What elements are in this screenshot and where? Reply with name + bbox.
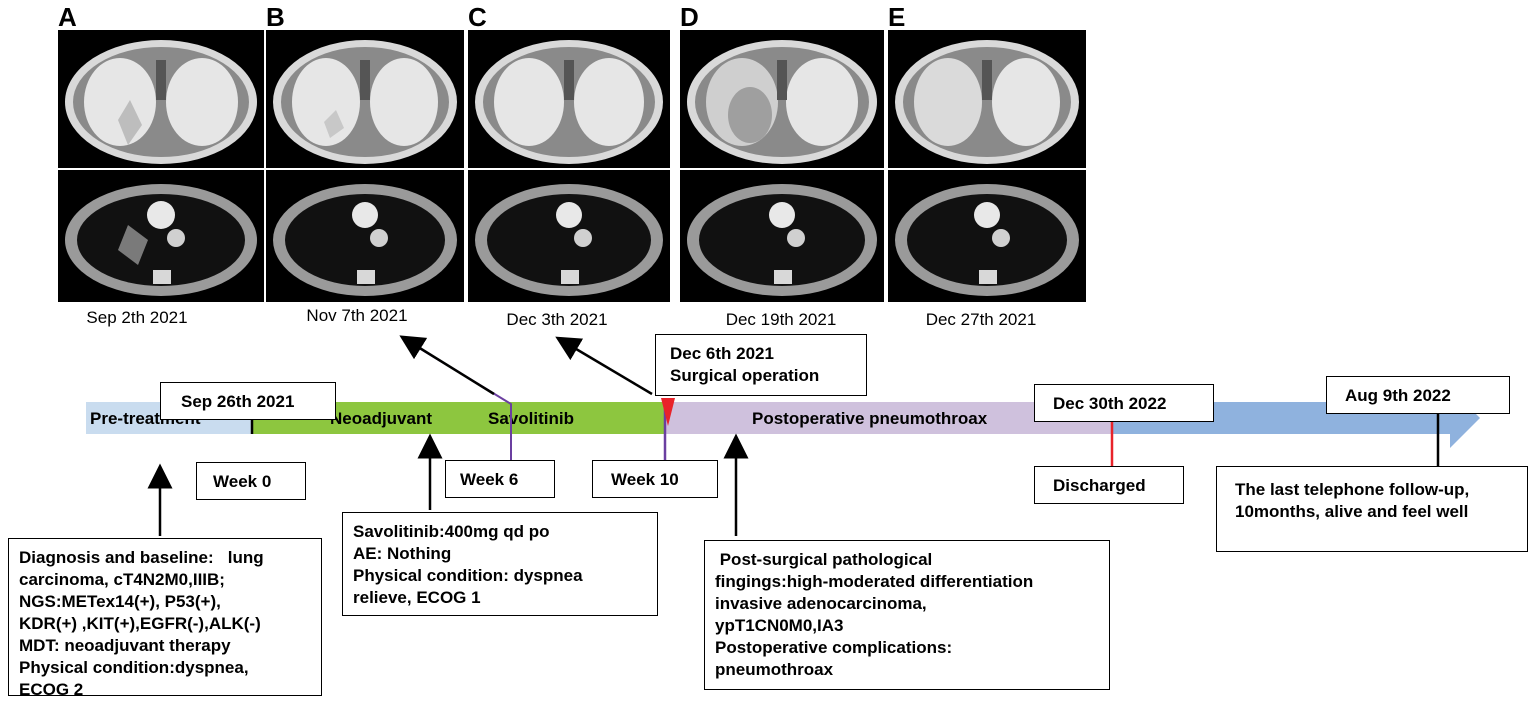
start-date-label: Sep 26th 2021	[181, 392, 295, 411]
lung-window-scan-d	[680, 30, 884, 168]
discharged-box: Discharged	[1034, 466, 1184, 504]
panel-letter-c: C	[468, 2, 487, 32]
scan-date-e: Dec 27th 2021	[925, 310, 1037, 329]
pathology-note-box: Post-surgical pathological fingings:high…	[704, 540, 1110, 690]
phase-label-neoadjuvant: Neoadjuvant	[330, 409, 433, 428]
surgery-date-label: Dec 6th 2021	[670, 344, 774, 363]
discharged-label: Discharged	[1053, 476, 1146, 495]
followup-line: The last telephone follow-up,	[1235, 480, 1470, 499]
scan-date-a: Sep 2th 2021	[86, 308, 188, 327]
lung-window-scan-e	[888, 30, 1086, 168]
mediastinal-scan-b	[266, 170, 464, 302]
lung-window-scan-c	[468, 30, 670, 168]
panel-letter-b: B	[266, 2, 285, 32]
baseline-line: MDT: neoadjuvant therapy	[19, 636, 231, 655]
phase-label-savolitinib: Savolitinib	[488, 409, 574, 428]
mediastinal-scan-e	[888, 170, 1086, 302]
pathology-line: fingings:high-moderated differentiation	[715, 572, 1034, 591]
baseline-line: Diagnosis and baseline: lung	[19, 548, 264, 567]
panel-letter-d: D	[680, 2, 699, 32]
pathology-line: ypT1CN0M0,IA3	[715, 616, 844, 635]
mediastinal-scan-d	[680, 170, 884, 302]
treatment-line: Savolitinib:400mg qd po	[353, 522, 550, 541]
phase-label-postoperative: Postoperative pneumothroax	[752, 409, 988, 428]
mediastinal-scan-a	[58, 170, 264, 302]
baseline-line: Physical condition:dyspnea,	[19, 658, 249, 677]
week0-label: Week 0	[213, 472, 272, 491]
week10-box: Week 10	[592, 460, 718, 498]
treatment-line: Physical condition: dyspnea	[353, 566, 583, 585]
baseline-line: ECOG 2	[19, 680, 84, 699]
pathology-line: pneumothroax	[715, 660, 834, 679]
pathology-line: Post-surgical pathological	[715, 550, 933, 569]
treatment-note-box: Savolitinib:400mg qd po AE: Nothing Phys…	[342, 512, 658, 616]
discharge-date-label: Dec 30th 2022	[1053, 394, 1167, 413]
baseline-line: carcinoma, cT4N2M0,IIIB;	[19, 570, 225, 589]
week6-box: Week 6	[445, 460, 555, 498]
arrow-to-scan-b	[399, 335, 495, 396]
week0-box: Week 0	[196, 462, 306, 500]
treatment-line: AE: Nothing	[353, 544, 452, 563]
scan-date-b: Nov 7th 2021	[306, 306, 408, 325]
arrow-to-scan-c	[555, 336, 653, 396]
followup-line: 10months, alive and feel well	[1235, 502, 1469, 521]
surgery-marker	[661, 398, 675, 426]
lung-window-scan-a	[58, 30, 264, 168]
scan-date-d: Dec 19th 2021	[725, 310, 837, 329]
surgery-event-label: Surgical operation	[670, 366, 820, 385]
surgery-box: Dec 6th 2021 Surgical operation	[655, 334, 867, 396]
discharge-date-box: Dec 30th 2022	[1034, 384, 1214, 422]
week6-label: Week 6	[460, 470, 519, 489]
week10-label: Week 10	[611, 470, 679, 489]
treatment-line: relieve, ECOG 1	[353, 588, 481, 607]
panel-letter-e: E	[888, 2, 906, 32]
followup-date-box: Aug 9th 2022	[1326, 376, 1510, 414]
start-date-box: Sep 26th 2021	[160, 382, 336, 420]
followup-note-box: The last telephone follow-up, 10months, …	[1216, 466, 1528, 552]
scan-date-c: Dec 3th 2021	[506, 310, 608, 329]
pathology-line: invasive adenocarcinoma,	[715, 594, 927, 613]
pathology-line: Postoperative complications:	[715, 638, 953, 657]
lung-window-scan-b	[266, 30, 464, 168]
baseline-note-box: Diagnosis and baseline: lung carcinoma, …	[8, 538, 322, 699]
mediastinal-scan-c	[468, 170, 670, 302]
followup-date-label: Aug 9th 2022	[1345, 386, 1451, 405]
week6-connector	[405, 339, 512, 416]
panel-letter-a: A	[58, 2, 77, 32]
baseline-line: KDR(+) ,KIT(+),EGFR(-),ALK(-)	[19, 614, 261, 633]
baseline-line: NGS:METex14(+), P53(+),	[19, 592, 221, 611]
